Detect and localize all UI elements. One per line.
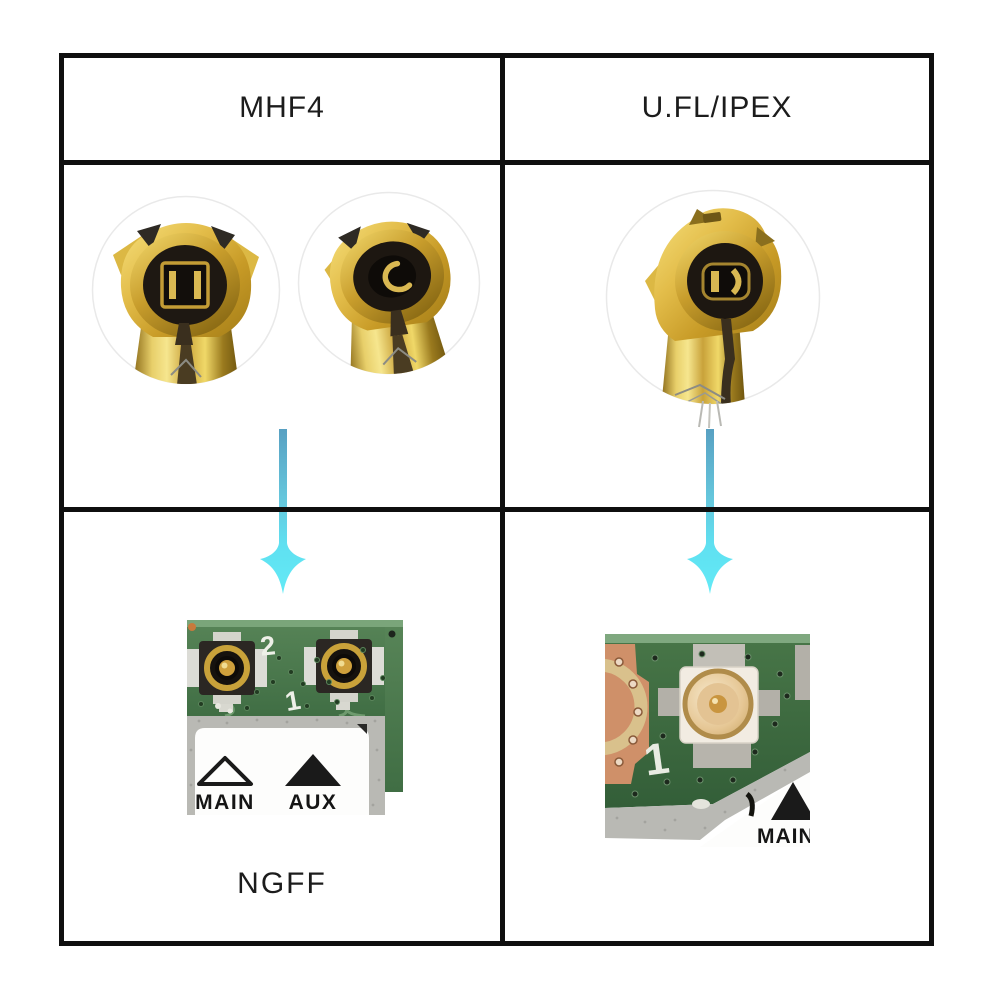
ufl-board-photo: 1 MAIN	[605, 634, 810, 847]
header-right-ufl-ipex: U.FL/IPEX	[641, 91, 793, 124]
cable-strand	[698, 400, 704, 428]
table-column-divider	[500, 58, 505, 941]
ngff-port2-silkscreen: 2	[259, 630, 277, 661]
mhf4-connector-angled-photo	[297, 191, 481, 375]
cable-strand	[708, 402, 711, 429]
aux-antenna-triangle-filled-icon	[285, 754, 341, 786]
mhf4-connector-front-photo	[91, 195, 281, 385]
ufl-ipex-connector-photo	[605, 189, 821, 429]
table-row-divider	[64, 507, 929, 512]
ngff-main-label: MAIN	[195, 791, 255, 814]
ngff-card-photo: 2 1 MAIN AUX	[187, 620, 403, 815]
caption-ngff: NGFF	[237, 867, 327, 900]
table-header-divider	[64, 160, 929, 165]
main-antenna-triangle-outline-icon	[197, 756, 253, 786]
cable-strand	[716, 400, 722, 427]
main-antenna-triangle-filled-icon	[771, 782, 810, 820]
header-left-mhf4: MHF4	[239, 91, 325, 124]
ngff-port1-silkscreen: 1	[283, 685, 303, 717]
ufl-main-label: MAIN	[757, 825, 810, 847]
ngff-aux-label: AUX	[289, 791, 338, 814]
table-outer-border	[59, 53, 934, 946]
